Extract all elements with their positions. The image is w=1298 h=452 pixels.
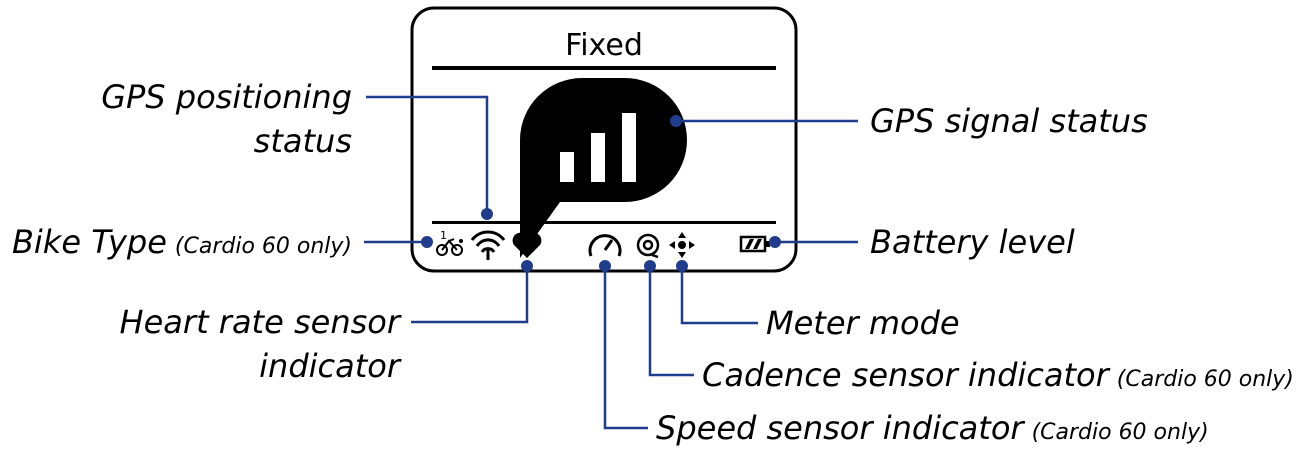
- gps-positioning-label-line1: GPS positioning: [101, 78, 352, 116]
- heart-rate-label-line1: Heart rate sensor: [120, 303, 402, 341]
- svg-text:1: 1: [440, 229, 447, 242]
- gps-positioning-label-line2: status: [254, 122, 352, 160]
- screen-title: Fixed: [565, 28, 643, 63]
- title-divider: [432, 66, 776, 70]
- bike-type-label: Bike Type (Cardio 60 only): [12, 223, 352, 261]
- heart-rate-label-line2: indicator: [259, 347, 402, 385]
- leader-lines: [364, 95, 858, 430]
- speed-label: Speed sensor indicator (Cardio 60 only): [656, 409, 1209, 447]
- cadence-label-note: (Cardio 60 only): [1117, 367, 1294, 392]
- heart-icon: [512, 232, 542, 258]
- speed-label-note: (Cardio 60 only): [1032, 420, 1209, 445]
- bike-type-icon: 1: [436, 229, 463, 256]
- battery-icon: [739, 235, 770, 253]
- bike-type-label-main: Bike Type: [12, 223, 167, 261]
- meter-mode-icon: [669, 232, 695, 258]
- cadence-label: Cadence sensor indicator(Cardio 60 only): [702, 356, 1294, 394]
- cadence-label-main: Cadence sensor indicator: [702, 356, 1111, 394]
- status-divider: [432, 221, 776, 224]
- gps-signal-icon: [520, 78, 687, 258]
- bike-type-label-note: (Cardio 60 only): [175, 234, 352, 259]
- gps-signal-label: GPS signal status: [870, 102, 1148, 140]
- gps-positioning-icon: [470, 230, 506, 260]
- battery-label: Battery level: [870, 223, 1075, 261]
- cadence-icon: [636, 233, 660, 259]
- meter-mode-label: Meter mode: [766, 304, 960, 342]
- speed-label-main: Speed sensor indicator: [656, 409, 1025, 447]
- speedometer-icon: [588, 234, 622, 257]
